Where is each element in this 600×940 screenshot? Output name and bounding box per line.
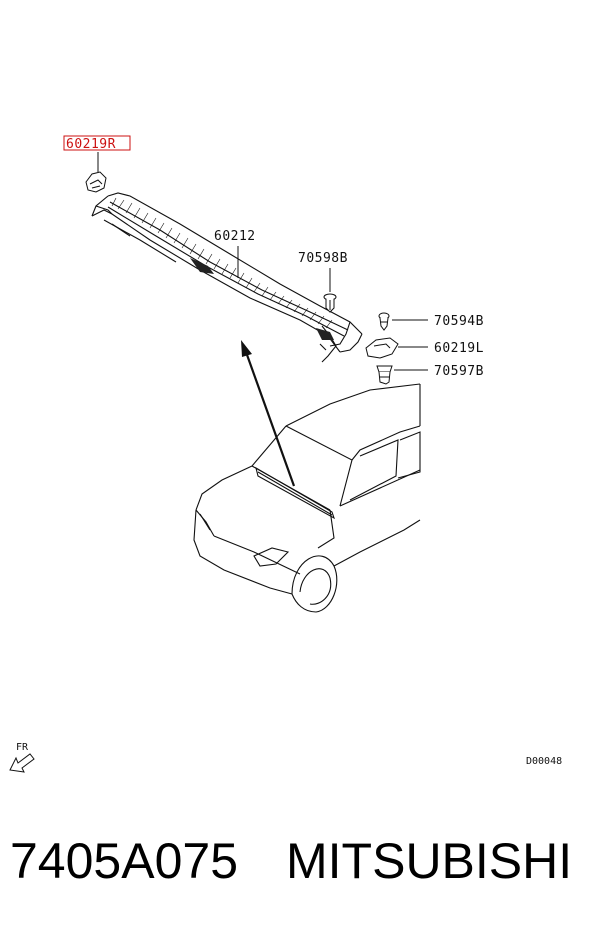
brand-name: MITSUBISHI xyxy=(286,833,573,889)
orientation-label: FR xyxy=(16,742,29,753)
clip-70598b-part xyxy=(323,293,337,313)
callout-60219r[interactable]: 60219R xyxy=(63,135,131,152)
screw-70594b-part xyxy=(378,312,390,331)
callout-label-60212[interactable]: 60212 xyxy=(214,229,256,244)
part-number: 7405A075 xyxy=(10,833,239,889)
location-arrow xyxy=(241,340,296,487)
parts-diagram: 60219R xyxy=(9,135,562,773)
caption: 7405A075 MITSUBISHI xyxy=(10,832,572,890)
callout-label-70597b[interactable]: 70597B xyxy=(434,364,484,379)
callout-label-60219l[interactable]: 60219L xyxy=(434,341,484,356)
bracket-right-part xyxy=(85,171,107,193)
callout-label-70594b[interactable]: 70594B xyxy=(434,314,484,329)
front-orientation-marker: FR xyxy=(9,742,35,773)
nut-70597b-part xyxy=(376,365,393,385)
front-arrow-icon xyxy=(9,753,35,773)
bracket-left-part xyxy=(365,337,399,359)
cowl-panel-hatching xyxy=(111,197,333,329)
callout-label-60219r: 60219R xyxy=(66,137,116,152)
diagram-code: D00048 xyxy=(526,756,562,767)
callout-label-70598b[interactable]: 70598B xyxy=(298,251,348,266)
vehicle-outline xyxy=(193,383,421,613)
highlight-box xyxy=(63,135,131,151)
panel-dark-detail xyxy=(190,258,334,340)
